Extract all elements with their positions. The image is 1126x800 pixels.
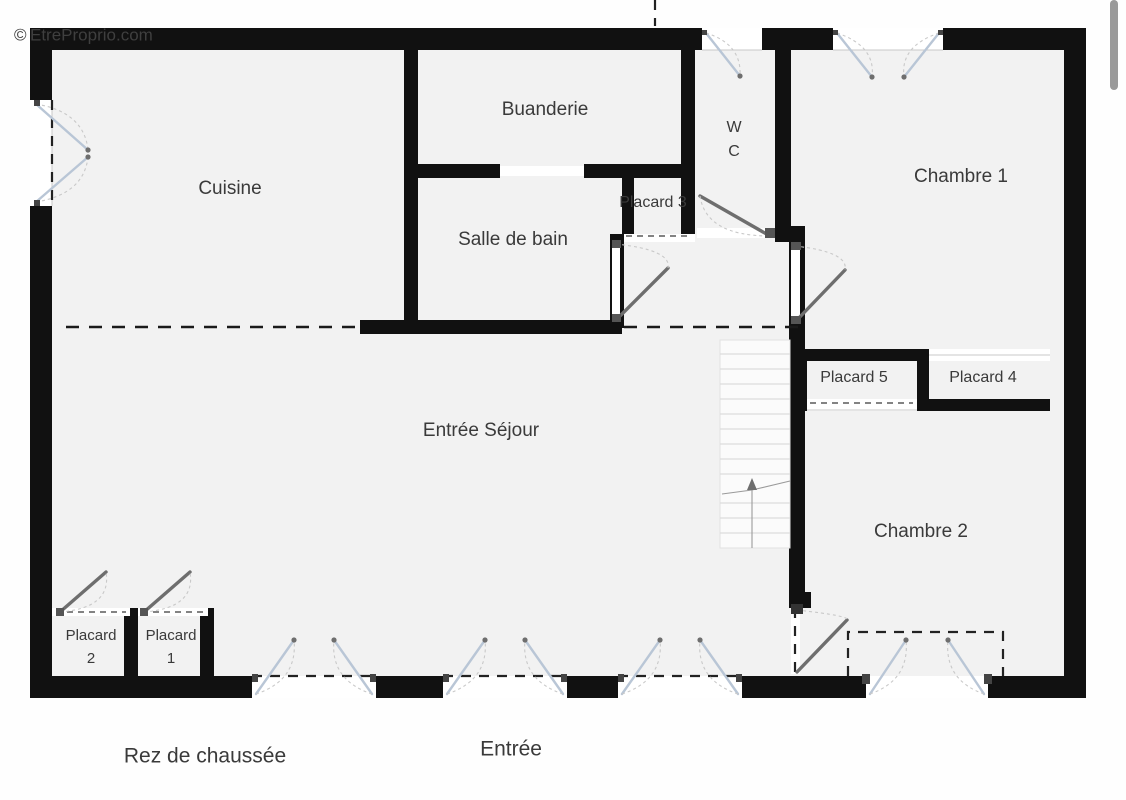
caption-rez-de-chaussee: Rez de chaussée [124,745,286,768]
window-opening-entree-3 [618,676,742,698]
room-label-wc-c: C [728,143,740,160]
plan-captions: Rez de chaussée Entrée [124,738,542,768]
wall-placard4-bottom [917,399,1050,411]
door-wc [697,194,775,238]
placard-45-block [795,349,1050,411]
stair-direction-arrow [721,478,791,548]
room-label-placard-5: Placard 5 [820,369,888,386]
room-label-chambre-1: Chambre 1 [914,166,1008,187]
door-chambre-2 [791,604,849,674]
wall-placard5-top [795,349,917,361]
room-label-placard-3: Placard 3 [619,194,687,211]
room-label-placard-4: Placard 4 [949,369,1017,386]
staircase [719,339,791,549]
wall-placard2-right [124,608,138,676]
window-opening-chambre1 [833,28,943,50]
window-group-bottom [252,630,1005,698]
room-label-placard-2-word: Placard [66,627,117,644]
watermark: EtreProprio.com © [14,25,153,44]
interior-floor [52,50,1064,676]
placard1-body [138,608,208,676]
room-label-placard-1-word: Placard [146,627,197,644]
placard1-doors [138,608,208,616]
room-label-placard-1-num: 1 [167,650,175,667]
wall-placard45-divider [917,349,929,411]
door-opening-wc [697,228,773,238]
placard5-doors-bottom [795,399,917,411]
wall-sdb-bottom [360,320,622,334]
wall-wc-chambre1 [775,50,791,234]
wall-cuisine-buanderie [404,50,418,328]
door-opening-chambre2 [791,608,800,674]
window-opening-wc [702,28,762,50]
room-label-chambre-2: Chambre 2 [874,521,968,542]
room-label-salle-de-bain: Salle de bain [458,229,568,250]
wall-buanderie-wc [681,50,695,178]
door-salle-de-bain [612,240,670,322]
wall-placard5-left [795,349,807,411]
scrollbar-thumb[interactable] [1110,0,1118,90]
french-door-cuisine [30,100,91,206]
wall-placard1-right [200,608,214,676]
room-label-wc-w: W [726,119,742,136]
wall-placard3-left [622,178,634,234]
room-labels: Cuisine Buanderie Salle de bain W C Plac… [198,99,1017,542]
door-chambre-1 [791,242,847,324]
caption-entree: Entrée [480,738,542,761]
window-opening-entree-1 [252,676,376,698]
building-outline [30,28,1086,698]
room-label-entree-sejour: Entrée Séjour [423,420,540,441]
room-label-cuisine: Cuisine [198,178,261,199]
placard-12-block [52,570,214,676]
door-opening-chambre1 [791,244,800,322]
wall-placard3-right [681,178,695,234]
watermark-text: EtreProprio.com [30,25,153,44]
scrollbar-track[interactable] [1109,0,1119,800]
window-opening-entree-2 [443,676,567,698]
door-opening-sdb [612,242,620,320]
window-group-top [653,0,943,80]
door-opening-cuisine [30,100,52,206]
wall-buanderie-sdb-right [584,164,681,178]
door-group-interior [612,194,849,674]
copyright-icon: © [14,25,27,44]
placard2-body [52,608,130,676]
wall-buanderie-sdb-left [404,164,500,178]
room-label-buanderie: Buanderie [502,99,589,120]
window-opening-chambre2 [866,676,988,698]
room-label-placard-2-num: 2 [87,650,95,667]
opening-buanderie-sdb [500,166,584,176]
placard3-doors [622,234,695,242]
placard-labels: Placard 2 Placard 1 [66,627,197,667]
